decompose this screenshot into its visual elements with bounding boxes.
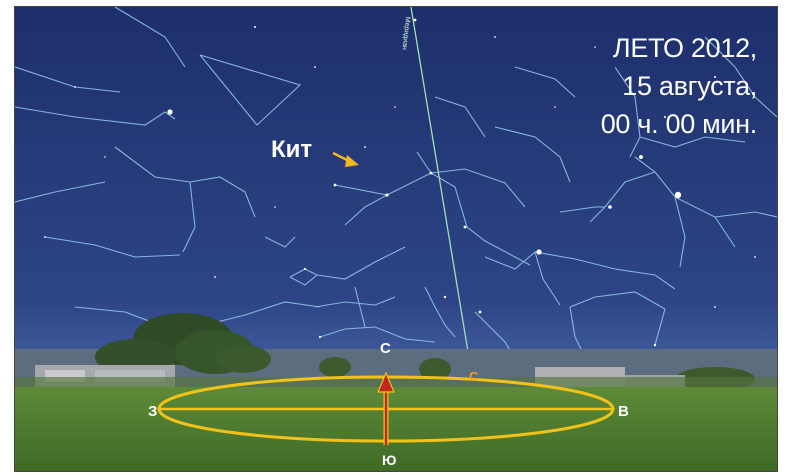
caption-date: 15 августа, xyxy=(622,71,757,101)
constellation-label-kit: Кит xyxy=(271,136,313,163)
meridian-line xyxy=(410,7,474,383)
south-north-arrowhead xyxy=(377,371,395,393)
night-sky-scene xyxy=(15,7,777,471)
date-caption: ЛЕТО 2012, 15 августа, 00 ч. 00 мин. xyxy=(600,29,758,143)
direction-south-label: Ю xyxy=(382,452,397,468)
direction-north-label: С xyxy=(380,340,391,357)
horizon-diagram xyxy=(157,371,615,445)
caption-time: 00 ч. 00 мин. xyxy=(600,109,758,139)
kit-pointer-arrow xyxy=(332,151,359,167)
direction-west-label: З xyxy=(148,403,158,420)
caption-season-year: ЛЕТО 2012, xyxy=(612,33,757,63)
north-horizon-point-label: С xyxy=(469,369,479,384)
direction-east-label: В xyxy=(618,403,629,420)
ground xyxy=(15,387,777,471)
photo-frame: Меридиан ЛЕТО 2012, 15 августа, 00 ч. 00… xyxy=(14,6,778,472)
constellation-lines xyxy=(15,7,777,368)
